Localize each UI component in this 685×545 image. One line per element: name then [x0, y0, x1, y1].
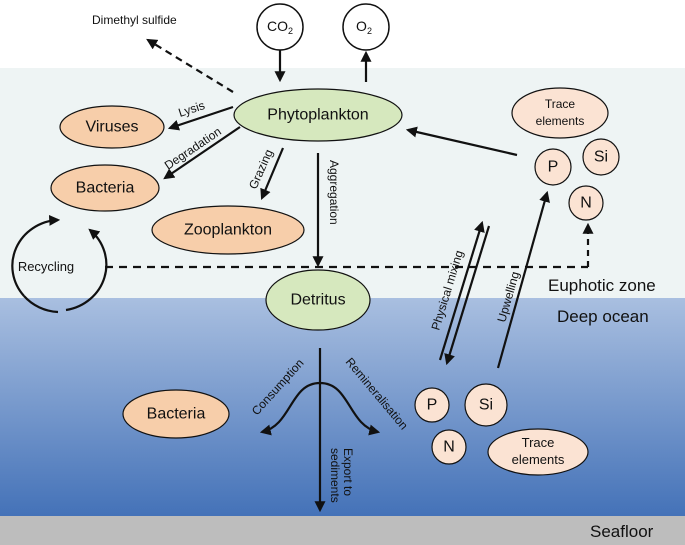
- trace-elements-deep-line1: Trace: [522, 435, 555, 450]
- nitrogen-top-label: N: [580, 195, 592, 212]
- euphotic-zone-label: Euphotic zone: [548, 276, 656, 295]
- seafloor-background: [0, 516, 685, 545]
- upwelling-arrow: [496, 190, 550, 369]
- bacteria-deep-node: Bacteria: [122, 389, 230, 439]
- deep-ocean-background: [0, 298, 685, 516]
- seafloor-label: Seafloor: [590, 522, 654, 541]
- physical-mixing-down-arrow: [444, 225, 491, 366]
- export-label-line1: Export to: [341, 448, 355, 496]
- trace-elements-deep-node: Trace elements: [487, 428, 589, 476]
- grazing-arrow: [260, 147, 285, 201]
- zooplankton-label: Zooplankton: [184, 222, 272, 239]
- degradation-arrow: [163, 126, 241, 180]
- zooplankton-node: Zooplankton: [151, 205, 305, 255]
- bacteria-deep-label: Bacteria: [147, 406, 206, 423]
- recycling-loop: Recycling: [11, 214, 108, 314]
- aggregation-label: Aggregation: [327, 160, 341, 225]
- remineralisation-arrow: [319, 381, 381, 436]
- phytoplankton-to-dms-arrow: [146, 38, 234, 93]
- silicon-deep-label: Si: [479, 397, 493, 414]
- silicon-deep-node: Si: [464, 383, 508, 427]
- nitrogen-deep-node: N: [431, 429, 467, 465]
- co2-subscript: 2: [288, 26, 293, 36]
- silicon-top-label: Si: [594, 149, 608, 166]
- dimethyl-sulfide-label: Dimethyl sulfide: [92, 13, 177, 27]
- export-label-line2: sediments: [328, 448, 342, 503]
- recycling-label: Recycling: [18, 259, 74, 274]
- svg-text:O2: O2: [356, 18, 372, 36]
- trace-elements-deep-line2: elements: [512, 452, 565, 467]
- nitrogen-deep-label: N: [443, 439, 455, 456]
- detritus-label: Detritus: [290, 292, 345, 309]
- trace-elements-top-line2: elements: [536, 114, 585, 128]
- o2-subscript: 2: [367, 26, 372, 36]
- viruses-label: Viruses: [85, 119, 138, 136]
- o2-node: O2: [342, 3, 390, 51]
- co2-label: CO: [267, 18, 288, 34]
- trace-elements-top-line1: Trace: [545, 97, 576, 111]
- phosphorus-deep-node: P: [414, 387, 450, 423]
- lysis-arrow: [167, 105, 234, 131]
- silicon-top-node: Si: [582, 138, 620, 176]
- detritus-node: Detritus: [265, 269, 371, 331]
- trace-elements-top-node: Trace elements: [511, 87, 609, 139]
- bacteria-top-label: Bacteria: [76, 180, 135, 197]
- svg-text:CO2: CO2: [267, 18, 293, 36]
- o2-label: O: [356, 18, 367, 34]
- bacteria-top-node: Bacteria: [50, 164, 160, 212]
- phytoplankton-label: Phytoplankton: [267, 107, 368, 124]
- phosphorus-top-label: P: [548, 159, 559, 176]
- physical-mixing-up-arrow: [438, 220, 485, 361]
- phytoplankton-node: Phytoplankton: [233, 88, 403, 142]
- consumption-arrow: [259, 381, 321, 436]
- nitrogen-top-node: N: [568, 185, 604, 221]
- phosphorus-deep-label: P: [427, 397, 438, 414]
- deep-ocean-label: Deep ocean: [557, 307, 649, 326]
- co2-node: CO2: [256, 3, 304, 51]
- viruses-node: Viruses: [59, 105, 165, 149]
- phosphorus-top-node: P: [534, 148, 572, 186]
- nutrients-to-phytoplankton-arrow: [405, 126, 518, 157]
